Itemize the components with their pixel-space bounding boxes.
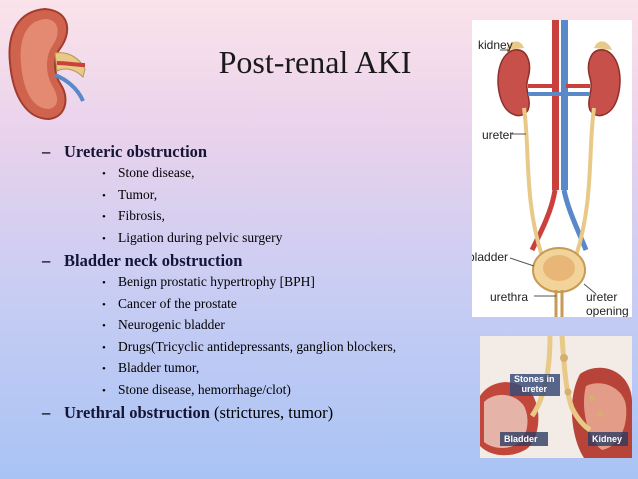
list-item: • Drugs(Tricyclic antidepressants, gangli… [42,337,472,359]
label-stones-in-ureter: Stones in ureter [514,374,555,394]
section-title: Ureteric obstruction [64,142,208,161]
ureter-stones-illustration: Stones in ureter Bladder Kidney [480,336,632,458]
bullet-glyph: • [102,277,106,289]
slide-title: Post-renal AKI [218,44,412,80]
urinary-tract-illustration: kidney ureter bladder urethra ureter ope… [472,20,632,317]
list-item-text: Bladder tumor, [118,360,200,375]
list-item-text: Cancer of the prostate [118,295,237,311]
label-stones-kidney: Kidney [592,434,623,444]
urinary-tract-drawing [497,20,621,317]
list-item: • Cancer of the prostate [42,294,472,316]
bullet-glyph: • [102,341,106,354]
bullet-glyph: • [102,232,106,245]
list-item-text: Drugs(Tricyclic antidepressants, ganglio… [118,338,397,354]
bullet-glyph: • [102,189,106,202]
list-item-text: Stone disease, hemorrhage/clot) [118,381,291,397]
slide-content: – Ureteric obstruction • Stone disease, •… [42,140,472,424]
label-stones-bladder: Bladder [504,434,538,444]
bullet-glyph: • [102,384,106,397]
label-kidney: kidney [478,38,513,52]
label-bladder: bladder [472,250,509,264]
list-item: • Benign prostatic hypertrophy [BPH] [42,272,472,294]
list-item-text: Tumor, [118,186,158,202]
list-item: • Fibrosis, [42,206,472,228]
dash-glyph: – [42,403,51,422]
section-heading: – Bladder neck obstruction [42,249,472,272]
bullet-glyph: • [102,211,106,223]
label-urethra: urethra [490,290,529,304]
list-item: • Neurogenic bladder [42,315,472,337]
kidney-illustration [8,7,86,121]
list-item: • Stone disease, hemorrhage/clot) [42,380,472,402]
list-item: • Stone disease, [42,163,472,185]
list-item-text: Benign prostatic hypertrophy [BPH] [118,274,315,289]
section-title: Urethral obstruction [64,403,210,422]
label-ureter: ureter [482,128,514,142]
list-item-text: Neurogenic bladder [118,317,225,332]
list-item-text: Fibrosis, [118,208,165,223]
bullet-glyph: • [102,168,106,180]
section-heading: – Ureteric obstruction [42,140,472,163]
section-heading: – Urethral obstruction (strictures, tumo… [42,401,472,424]
label-ureter-opening: ureter opening [586,290,629,317]
section-detail: (strictures, tumor) [209,403,334,422]
list-item-text: Stone disease, [118,165,195,180]
list-item: • Bladder tumor, [42,358,472,380]
section-title: Bladder neck obstruction [64,251,243,270]
list-item-text: Ligation during pelvic surgery [118,229,283,245]
bullet-glyph: • [102,363,106,375]
list-item: • Tumor, [42,185,472,207]
list-item: • Ligation during pelvic surgery [42,228,472,250]
bullet-glyph: • [102,298,106,311]
dash-glyph: – [42,251,51,270]
stones-drawing [480,336,632,458]
bullet-glyph: • [102,320,106,332]
dash-glyph: – [42,142,51,161]
